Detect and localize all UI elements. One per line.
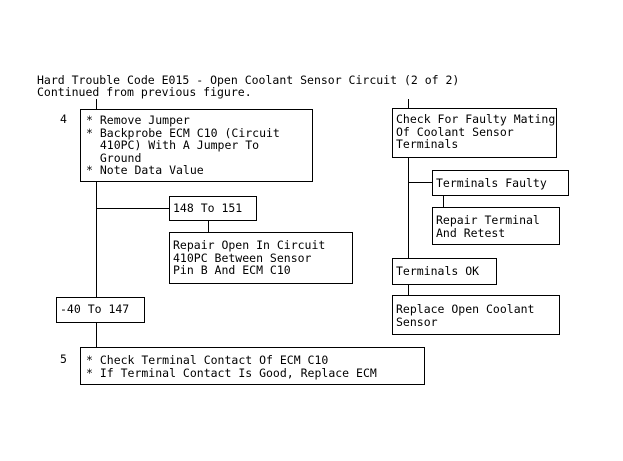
connector-line — [96, 99, 97, 118]
repair-open-line: 410PC Between Sensor — [173, 250, 312, 265]
step-4-line: Ground — [86, 150, 142, 165]
diagram-subtitle: Continued from previous figure. — [37, 85, 252, 99]
connector-line — [408, 157, 409, 259]
step-4-line: * Backprobe ECM C10 (Circuit — [86, 125, 280, 140]
result-minus40-to-147-box: -40 To 147 — [56, 297, 145, 323]
connector-line — [408, 99, 409, 109]
connector-line — [408, 284, 409, 296]
step-number-5: 5 — [60, 352, 67, 366]
repair-open-circuit-box: Repair Open In Circuit 410PC Between Sen… — [169, 232, 353, 284]
step-number-4: 4 — [60, 112, 67, 126]
step-5-box: * Check Terminal Contact Of ECM C10 * If… — [80, 347, 425, 385]
result-148-to-151-label: 148 To 151 — [173, 201, 243, 215]
repair-terminal-box: Repair Terminal And Retest — [432, 207, 560, 245]
connector-line — [208, 221, 209, 233]
step-4-line: 410PC) With A Jumper To — [86, 138, 260, 152]
repair-terminal-line: And Retest — [436, 225, 506, 240]
terminals-faulty-box: Terminals Faulty — [432, 170, 569, 196]
connector-line — [96, 181, 97, 298]
replace-line: Replace Open Coolant — [396, 302, 535, 316]
step-5-line: * If Terminal Contact Is Good, Replace E… — [86, 365, 377, 380]
connector-line — [96, 208, 170, 209]
step-5-line: * Check Terminal Contact Of ECM C10 — [86, 353, 329, 367]
check-line: Of Coolant Sensor — [396, 124, 514, 139]
check-line: Terminals — [396, 137, 459, 151]
diagram-title: Hard Trouble Code E015 - Open Coolant Se… — [37, 73, 460, 87]
connector-line — [408, 182, 433, 183]
step-4-line: * Note Data Value — [86, 163, 204, 177]
repair-open-line: Repair Open In Circuit — [173, 238, 326, 252]
step-4-line: * Remove Jumper — [86, 113, 190, 127]
repair-terminal-line: Repair Terminal — [436, 213, 540, 227]
replace-coolant-sensor-box: Replace Open Coolant Sensor — [392, 295, 560, 335]
terminals-ok-label: Terminals OK — [396, 264, 480, 278]
result-148-to-151-box: 148 To 151 — [169, 196, 257, 221]
check-faulty-mating-box: Check For Faulty Mating Of Coolant Senso… — [392, 108, 557, 158]
step-4-box: * Remove Jumper * Backprobe ECM C10 (Cir… — [80, 109, 313, 182]
connector-line — [443, 195, 444, 208]
result-minus40-to-147-label: -40 To 147 — [60, 302, 130, 316]
repair-open-line: Pin B And ECM C10 — [173, 263, 291, 277]
terminals-ok-box: Terminals OK — [392, 258, 497, 285]
check-line: Check For Faulty Mating — [396, 112, 556, 126]
terminals-faulty-label: Terminals Faulty — [436, 176, 547, 190]
connector-line — [96, 322, 97, 348]
replace-line: Sensor — [396, 314, 438, 329]
